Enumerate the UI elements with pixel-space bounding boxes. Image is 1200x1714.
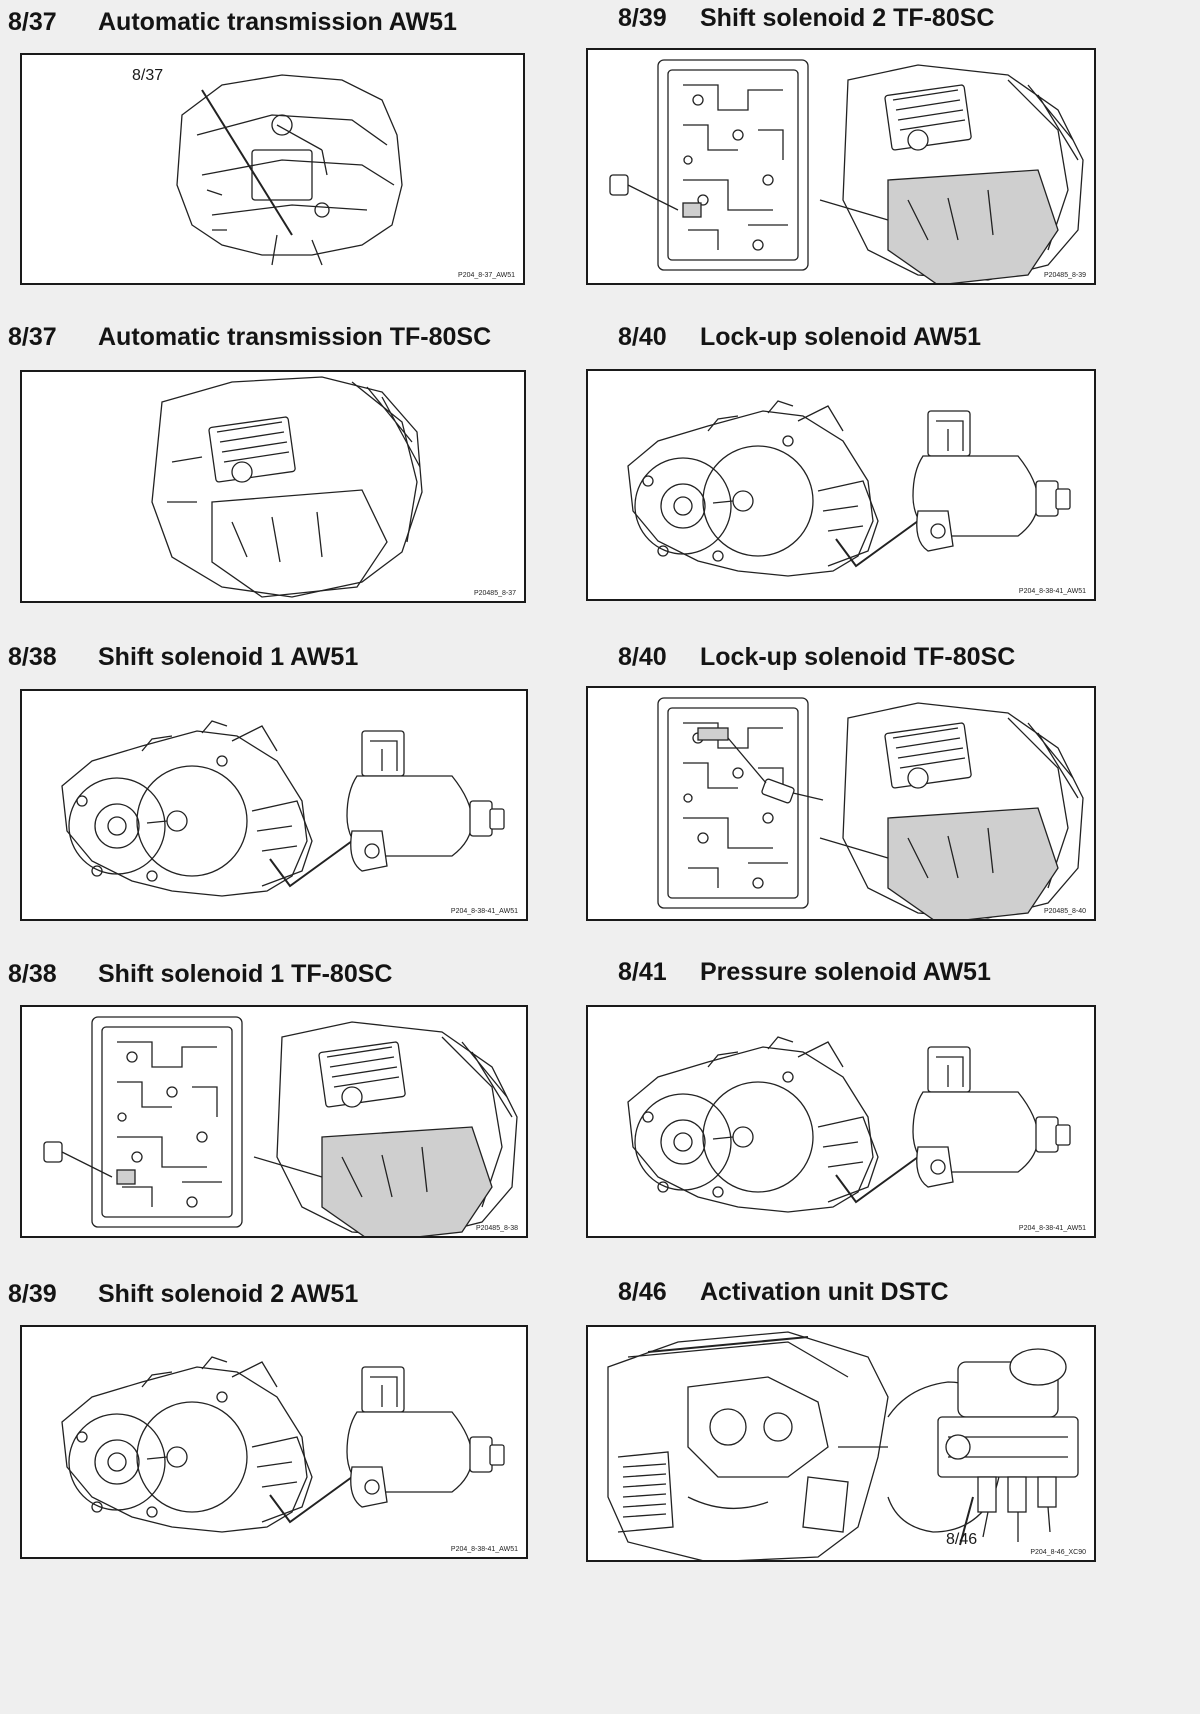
section-number: 8/37 [8,323,57,351]
section-title: Lock-up solenoid AW51 [700,323,982,351]
valve-body-illustration [657,697,1084,919]
figure-activation-unit-dstc: 8/46 P204_8-46_XC90 [586,1325,1096,1562]
figure-caption: P20485_8-37 [473,590,516,597]
section-title: Shift solenoid 1 AW51 [98,643,359,671]
transmission-illustration [151,376,423,598]
figure-caption: P204_8-38-41_AW51 [1018,588,1086,595]
engine-bay-illustration [607,1331,1079,1560]
section-title: Shift solenoid 2 AW51 [98,1280,359,1308]
figure-automatic-transmission-aw51: 8/37 P204_8-37_AW51 [20,53,525,285]
figure-caption: P204_8-46_XC90 [1030,1549,1086,1556]
valve-body-illustration [43,1016,518,1236]
section-number: 8/39 [618,4,667,32]
section-title: Lock-up solenoid TF-80SC [700,643,1016,671]
section-number: 8/39 [8,1280,57,1308]
solenoid-illustration [61,720,505,897]
figure-pressure-solenoid-aw51: P204_8-38-41_AW51 [586,1005,1096,1238]
figure-caption: P204_8-38-41_AW51 [450,1546,518,1553]
figure-caption: P20485_8-39 [1043,272,1086,279]
section-title: Shift solenoid 1 TF-80SC [98,960,393,988]
figure-caption: P20485_8-40 [1043,908,1086,915]
left-column: 8/37 Automatic transmission AW51 8/37 P2… [0,0,590,1714]
figure-shift-solenoid-2-tf80sc: P20485_8-39 [586,48,1096,285]
figure-caption: P204_8-38-41_AW51 [1018,1225,1086,1232]
section-number: 8/38 [8,643,57,671]
section-title: Automatic transmission AW51 [98,8,457,36]
right-column: 8/39 Shift solenoid 2 TF-80SC P20485_8-3… [586,0,1200,1714]
section-number: 8/37 [8,8,57,36]
figure-caption: P20485_8-38 [475,1225,518,1232]
solenoid-illustration [627,1036,1071,1213]
section-title: Shift solenoid 2 TF-80SC [700,4,995,32]
figure-caption: P204_8-37_AW51 [458,272,515,279]
section-title: Activation unit DSTC [700,1278,949,1306]
transmission-illustration [176,74,403,266]
callout-label: 8/37 [132,67,164,84]
section-title: Pressure solenoid AW51 [700,958,991,986]
figure-automatic-transmission-tf80sc: P20485_8-37 [20,370,526,603]
figure-lock-up-solenoid-tf80sc: P20485_8-40 [586,686,1096,921]
solenoid-illustration [61,1356,505,1533]
callout-label: 8/46 [946,1531,978,1548]
figure-shift-solenoid-2-aw51: P204_8-38-41_AW51 [20,1325,528,1559]
section-number: 8/46 [618,1278,667,1306]
figure-shift-solenoid-1-tf80sc: P20485_8-38 [20,1005,528,1238]
section-number: 8/40 [618,323,667,351]
section-number: 8/40 [618,643,667,671]
section-number: 8/38 [8,960,57,988]
valve-body-illustration [609,59,1084,283]
section-number: 8/41 [618,958,667,986]
solenoid-illustration [627,400,1071,577]
figure-lock-up-solenoid-aw51: P204_8-38-41_AW51 [586,369,1096,601]
section-title: Automatic transmission TF-80SC [98,323,492,351]
figure-shift-solenoid-1-aw51: P204_8-38-41_AW51 [20,689,528,921]
figure-caption: P204_8-38-41_AW51 [450,908,518,915]
